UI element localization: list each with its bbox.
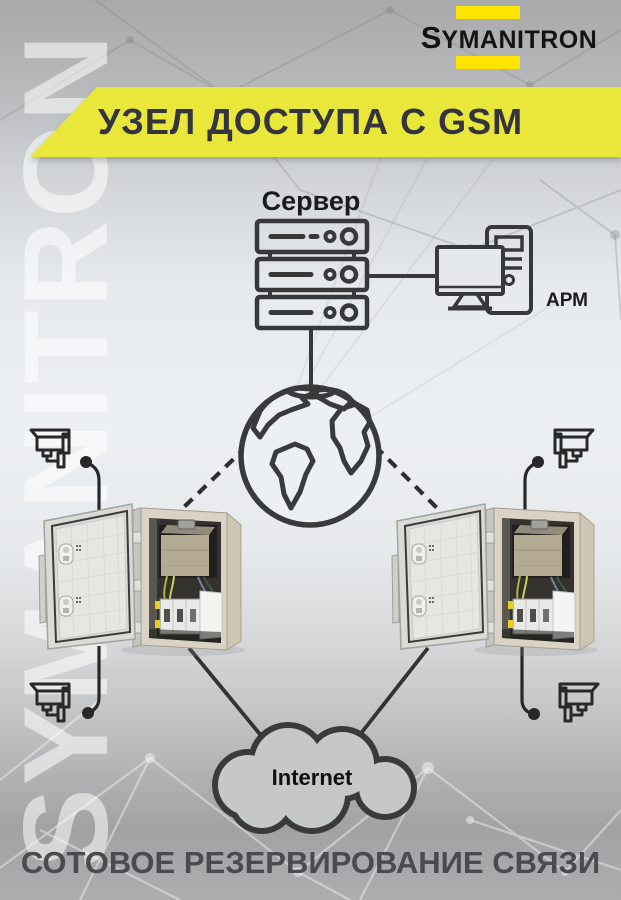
globe-icon xyxy=(238,384,382,528)
logo-yellow-bar-bottom xyxy=(456,56,520,69)
camera-cable-dots xyxy=(80,456,544,720)
banner-title: УЗЕЛ ДОСТУПА С GSM xyxy=(97,101,524,142)
footer-title: СОТОВОЕ РЕЗЕРВИРОВАНИЕ СВЯЗИ xyxy=(20,845,601,880)
camera-cables xyxy=(85,460,539,716)
workstation-icon xyxy=(435,225,533,315)
cabinet-photo-right xyxy=(391,503,599,657)
globe-cabinet-dashed-links xyxy=(180,444,440,511)
cabinet-cloud-links xyxy=(187,646,430,746)
server-workstation-link xyxy=(309,274,440,388)
logo-text: SYMANITRON xyxy=(406,22,612,53)
cctv-camera-icon-top-right xyxy=(553,428,595,469)
brand-logo: SYMANITRON xyxy=(406,6,612,69)
logo-text-first-letter: S xyxy=(420,20,442,55)
logo-yellow-bar-top xyxy=(456,6,520,19)
banner: УЗЕЛ ДОСТУПА С GSM xyxy=(0,87,621,157)
workstation-label: АРМ xyxy=(546,290,588,311)
server-rack-icon xyxy=(254,218,370,331)
internet-cloud-label: Internet xyxy=(271,765,353,790)
logo-text-rest: YMANITRON xyxy=(441,26,598,54)
banner-shape: УЗЕЛ ДОСТУПА С GSM xyxy=(30,87,621,157)
cctv-camera-icon-bottom-right xyxy=(558,682,600,723)
server-label: Сервер xyxy=(261,186,361,216)
